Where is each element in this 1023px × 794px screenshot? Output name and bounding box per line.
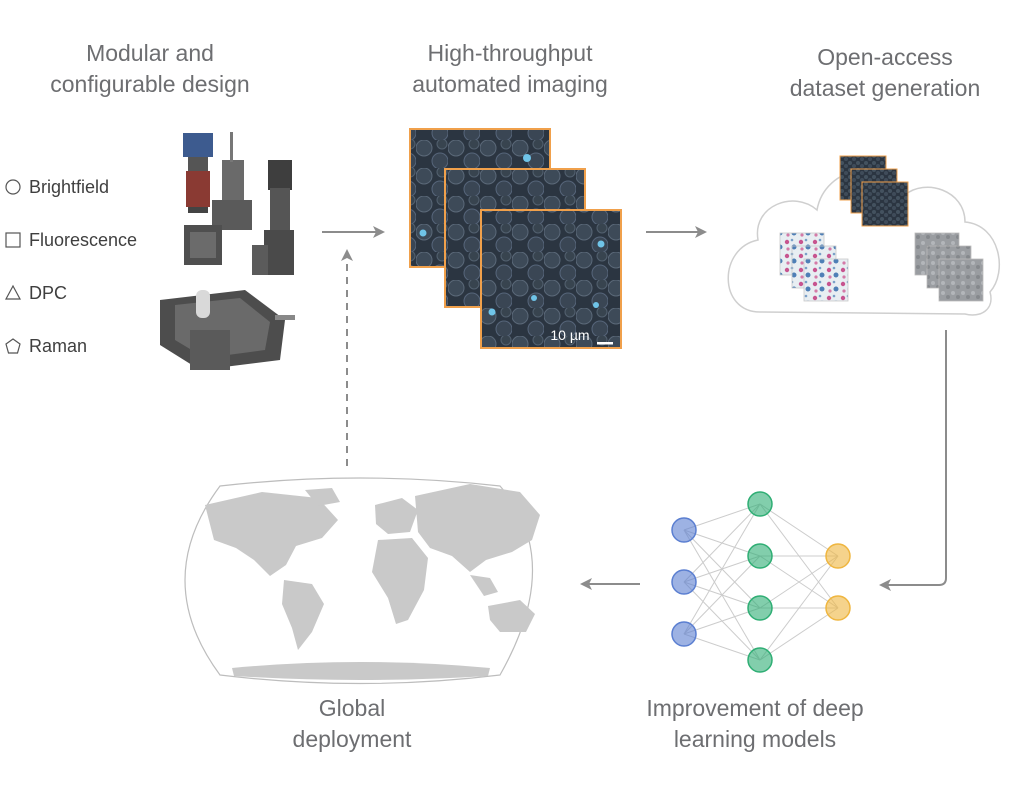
- modality-label: Brightfield: [29, 176, 110, 197]
- triangle-outline-icon: [4, 284, 22, 300]
- modality-label: Fluorescence: [29, 229, 138, 250]
- square-outline-icon: [5, 232, 21, 248]
- network-node: [671, 517, 697, 543]
- network-node: [747, 647, 773, 673]
- network-connection: [683, 607, 761, 635]
- modality-label: Raman: [29, 335, 88, 356]
- scale-bar-label: 10 µm: [550, 327, 589, 343]
- title-line: learning models: [673, 726, 837, 752]
- network-connection: [759, 555, 839, 661]
- network-connection: [683, 503, 761, 635]
- title-line: Global: [318, 695, 386, 721]
- cloud-dataset-illustration: [727, 155, 1001, 316]
- network-node: [747, 543, 773, 569]
- modality-brightfield: Brightfield: [4, 174, 109, 200]
- microscopy-image-stack: 10 µm: [409, 128, 622, 349]
- network-connection: [683, 555, 761, 635]
- title-line: High-throughput: [427, 40, 593, 66]
- modality-label: DPC: [29, 282, 68, 303]
- network-node: [825, 543, 851, 569]
- step-title-modular-design: Modular and configurable design: [20, 38, 280, 100]
- world-map-illustration: [184, 477, 540, 685]
- network-connection: [683, 633, 761, 661]
- title-line: Improvement of deep: [646, 695, 864, 721]
- network-connection: [759, 503, 839, 557]
- title-line: configurable design: [50, 71, 250, 97]
- step-title-deep-learning: Improvement of deep learning models: [615, 693, 895, 755]
- network-connection: [683, 503, 761, 583]
- workflow-arrows: [322, 226, 947, 591]
- scale-bar: [597, 342, 613, 345]
- title-line: dataset generation: [789, 75, 981, 101]
- title-line: automated imaging: [412, 71, 608, 97]
- step-title-global-deployment: Global deployment: [252, 693, 452, 755]
- network-node: [671, 569, 697, 595]
- modality-raman: Raman: [4, 333, 87, 359]
- network-node: [671, 621, 697, 647]
- modality-dpc: DPC: [4, 280, 67, 306]
- title-line: Open-access: [817, 44, 953, 70]
- network-node: [825, 595, 851, 621]
- network-node: [747, 491, 773, 517]
- circle-outline-icon: [5, 179, 21, 195]
- neural-network-diagram: [671, 491, 851, 673]
- title-line: deployment: [292, 726, 412, 752]
- step-title-dataset-generation: Open-access dataset generation: [760, 42, 1010, 104]
- network-connection: [683, 503, 761, 531]
- network-connection: [759, 607, 839, 661]
- pentagon-outline-icon: [5, 338, 21, 354]
- microscope-hardware-illustration: [160, 132, 295, 370]
- arrow-to-deep-learning: [879, 330, 947, 591]
- title-line: Modular and: [86, 40, 214, 66]
- network-connection: [759, 555, 839, 609]
- step-title-automated-imaging: High-throughput automated imaging: [385, 38, 635, 100]
- modality-fluorescence: Fluorescence: [4, 227, 137, 253]
- network-node: [747, 595, 773, 621]
